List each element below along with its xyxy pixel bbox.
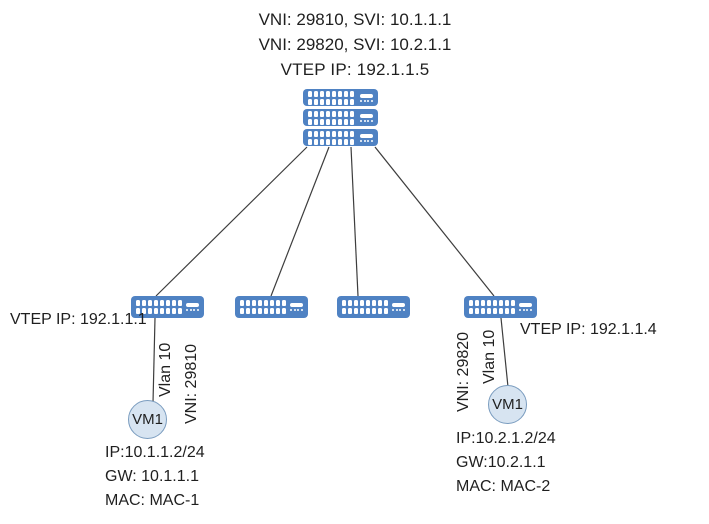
spine-vtep-label: VTEP IP: 192.1.1.5	[280, 60, 430, 79]
left-host-ip: IP:10.1.1.2/24	[105, 444, 205, 461]
right-host-gw: GW:10.2.1.1	[456, 454, 546, 471]
switch-unit-icon	[464, 296, 537, 318]
right-vlan-label: Vlan 10	[481, 329, 498, 384]
vm-node-left: VM1	[128, 400, 167, 439]
switch-led-bar	[360, 133, 373, 138]
switch-ports	[342, 300, 388, 314]
switch-panel	[360, 113, 373, 122]
switch-ports	[469, 300, 515, 314]
switch-ports	[308, 130, 354, 145]
switch-unit-icon	[303, 89, 378, 106]
leaf-switch-icon-1	[131, 296, 204, 318]
switch-panel	[360, 133, 373, 142]
leaf1-vtep-label: VTEP IP: 192.1.1.1	[10, 311, 147, 328]
switch-led-dots	[392, 309, 405, 311]
leaf-switch-icon-4	[464, 296, 537, 318]
switch-led-dots	[360, 99, 373, 102]
switch-led-bar	[360, 93, 373, 98]
switch-ports	[136, 300, 182, 314]
switch-ports	[308, 110, 354, 125]
spine-vni-svi-label-1: VNI: 29810, SVI: 10.1.1.1	[258, 10, 452, 29]
left-host-mac: MAC: MAC-1	[105, 492, 200, 509]
right-host-details: IP:10.2.1.2/24 GW:10.2.1.1 MAC: MAC-2	[456, 427, 556, 499]
link-spine-leaf2	[270, 146, 330, 297]
left-host-gw: GW: 10.1.1.1	[105, 468, 199, 485]
switch-led-bar	[186, 303, 199, 307]
switch-unit-icon	[303, 109, 378, 126]
vm-label: VM1	[132, 411, 163, 428]
left-vlan-label: Vlan 10	[157, 342, 174, 397]
switch-panel	[290, 303, 303, 311]
switch-led-bar	[392, 303, 405, 307]
leaf4-vtep-label: VTEP IP: 192.1.1.4	[520, 321, 657, 338]
switch-led-dots	[360, 139, 373, 142]
leaf-switch-icon-3	[337, 296, 410, 318]
leaf-switch-icon-2	[235, 296, 308, 318]
spine-vni-svi-label-2: VNI: 29820, SVI: 10.2.1.1	[258, 35, 452, 54]
vm-node-right: VM1	[488, 385, 527, 424]
vm-label: VM1	[492, 396, 523, 413]
switch-led-bar	[290, 303, 303, 307]
switch-led-bar	[360, 113, 373, 118]
switch-unit-icon	[337, 296, 410, 318]
link-leaf4-vm1	[500, 317, 509, 388]
left-vni-label: VNI: 29810	[183, 343, 200, 424]
right-host-ip: IP:10.2.1.2/24	[456, 430, 556, 447]
switch-ports	[240, 300, 286, 314]
switch-led-dots	[290, 309, 303, 311]
switch-panel	[392, 303, 405, 311]
right-vni-label: VNI: 29820	[455, 331, 472, 412]
spine-label-block: VNI: 29810, SVI: 10.1.1.1 VNI: 29820, SV…	[175, 7, 535, 82]
spine-switch-icon	[303, 89, 378, 146]
left-host-details: IP:10.1.1.2/24 GW: 10.1.1.1 MAC: MAC-1	[105, 441, 205, 513]
link-spine-leaf1	[155, 146, 308, 297]
switch-panel	[519, 303, 532, 311]
link-spine-leaf3	[350, 146, 359, 297]
right-host-mac: MAC: MAC-2	[456, 478, 551, 495]
switch-led-dots	[519, 309, 532, 311]
switch-unit-icon	[235, 296, 308, 318]
switch-led-dots	[186, 309, 199, 311]
switch-led-bar	[519, 303, 532, 307]
link-leaf1-vm1	[152, 317, 156, 404]
switch-unit-icon	[303, 129, 378, 146]
switch-panel	[186, 303, 199, 311]
switch-panel	[360, 93, 373, 102]
link-spine-leaf4	[374, 146, 495, 297]
switch-led-dots	[360, 119, 373, 122]
switch-ports	[308, 90, 354, 105]
switch-unit-icon	[131, 296, 204, 318]
